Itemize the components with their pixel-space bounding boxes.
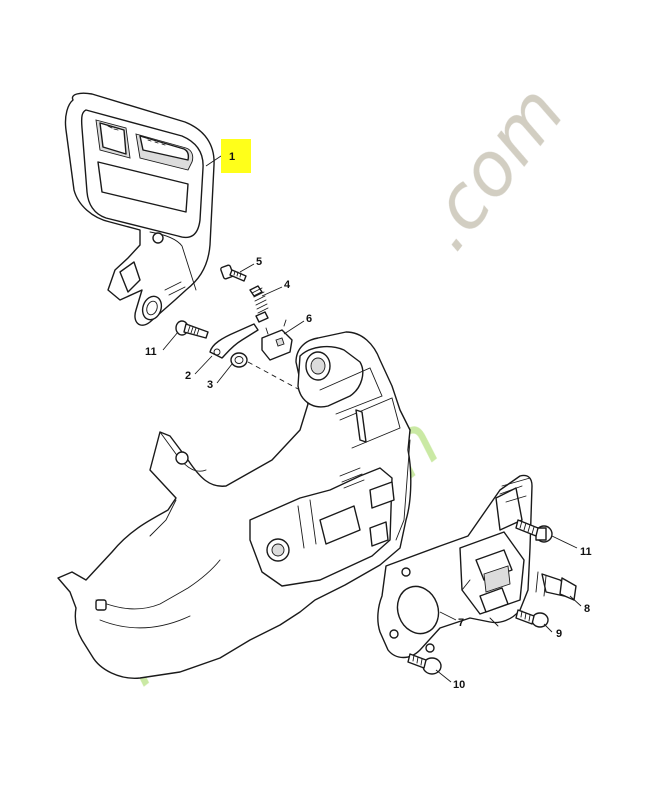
callout-labels: 1 5 4 6 11 2 3 11 8 7 9 10: [145, 139, 592, 691]
spring-part-4[interactable]: [249, 285, 269, 323]
cover-plate-part-7[interactable]: [377, 474, 533, 659]
callout-label-11-upper[interactable]: 11: [145, 346, 157, 358]
screw-part-5[interactable]: [220, 264, 247, 282]
crankcase-part[interactable]: [57, 331, 412, 679]
screw-part-11-upper[interactable]: [175, 320, 209, 339]
callout-label-8[interactable]: 8: [584, 603, 590, 615]
callout-label-11-lower[interactable]: 11: [580, 546, 592, 558]
callout-label-7[interactable]: 7: [458, 617, 464, 629]
callout-label-3[interactable]: 3: [207, 379, 213, 391]
handguard-part[interactable]: [64, 92, 215, 326]
screw-part-10[interactable]: [407, 653, 442, 675]
washer-part-3[interactable]: [230, 352, 301, 391]
callout-label-6[interactable]: 6: [306, 313, 312, 325]
lever-part-2[interactable]: [209, 323, 259, 359]
screw-part-9[interactable]: [515, 609, 549, 628]
callout-label-1[interactable]: 1: [229, 151, 235, 163]
collar-screw-part-8[interactable]: [535, 571, 577, 601]
callout-leaders: [162, 155, 582, 683]
callout-label-9[interactable]: 9: [556, 628, 562, 640]
callout-highlight: [221, 139, 251, 173]
callout-label-5[interactable]: 5: [256, 256, 262, 268]
switch-part-6[interactable]: [261, 319, 293, 361]
screw-part-11-lower[interactable]: [515, 519, 553, 543]
callout-label-2[interactable]: 2: [185, 370, 191, 382]
callout-label-4[interactable]: 4: [284, 279, 291, 291]
callout-label-10[interactable]: 10: [453, 679, 465, 691]
watermark-tld-text: .com: [401, 70, 581, 266]
